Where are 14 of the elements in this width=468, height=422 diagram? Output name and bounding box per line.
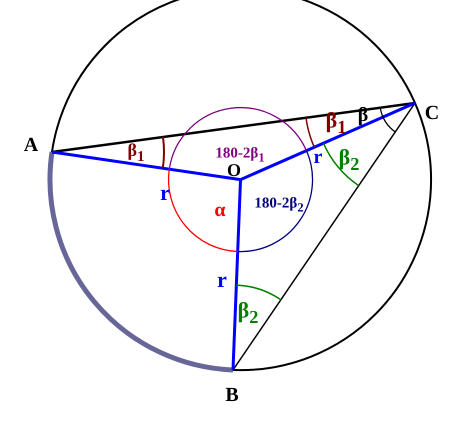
angle-label: β$_{1}$ [128, 141, 144, 165]
point-label: B [225, 385, 239, 405]
length-label: r [160, 182, 170, 204]
point-label: C [424, 103, 440, 123]
angle-label: 180-2β$_{2}$ [254, 196, 304, 214]
point-label: O [227, 161, 241, 179]
length-label: r [314, 147, 322, 167]
angle-label: β$_{2}$ [338, 146, 360, 174]
point-label: A [24, 135, 38, 155]
length-label: r [217, 269, 227, 291]
angle-label: β$_{2}$ [238, 300, 258, 326]
angle-label: 180-2β$_{1}$ [215, 146, 265, 164]
angle-label: β$_{1}$ [326, 110, 346, 136]
angle-label: α [214, 200, 226, 220]
